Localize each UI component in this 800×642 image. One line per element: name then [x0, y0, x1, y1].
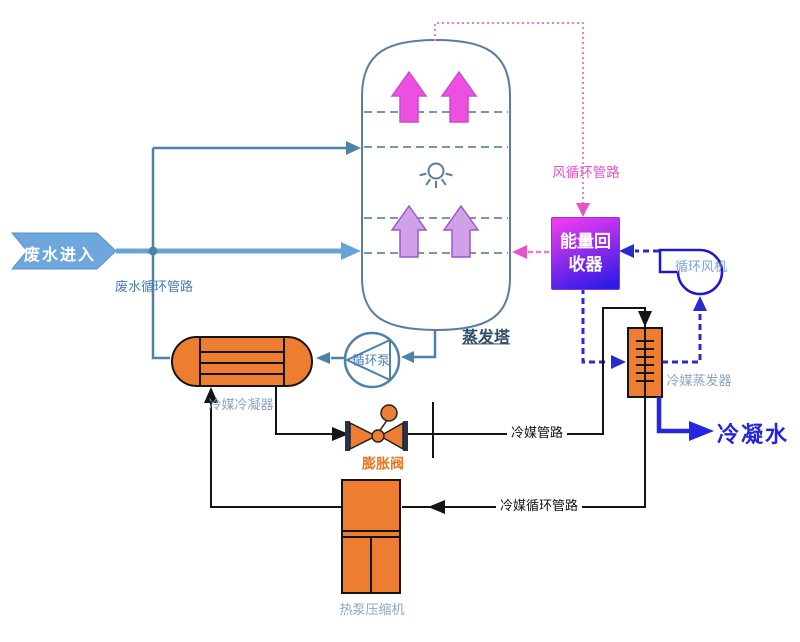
air-circulation-pipe-label: 风循环管路	[552, 164, 620, 181]
circulation-pump-label: 循环泵	[352, 352, 390, 368]
circulation-pump-icon	[343, 331, 401, 389]
condensate-outlet-line	[656, 397, 714, 441]
expansion-valve-label: 膨胀阀	[362, 456, 404, 473]
air-loop-blue-arrowheads	[611, 244, 707, 369]
heat-pump-compressor-symbol	[341, 479, 401, 594]
vapor-up-arrow-light-icon	[390, 204, 480, 258]
waste-circulation-line	[151, 146, 437, 360]
spray-nozzle-icon	[419, 162, 453, 188]
heat-pump-compressor-label: 热泵压缩机	[339, 603, 405, 619]
refrigerant-evaporator-label: 冷媒蒸发器	[666, 374, 732, 390]
expansion-valve-symbol	[345, 404, 408, 451]
energy-recovery-box: 能量回收器	[551, 217, 620, 290]
evaporation-tower-vessel	[361, 38, 511, 332]
circulation-fan-label: 循环风机	[674, 260, 728, 276]
pipe-junction-dot	[148, 246, 158, 256]
refrigerant-condenser-symbol	[171, 336, 313, 387]
refrigerant-circulation-pipe-label: 冷媒循环管路	[495, 499, 583, 515]
air-loop-blue-dashed-lines	[581, 249, 702, 364]
refrigerant-lines	[210, 307, 646, 508]
refrigerant-pipe-label: 冷媒管路	[506, 426, 568, 442]
energy-recovery-label: 能量回收器	[560, 231, 611, 275]
refrigerant-arrowheads	[204, 311, 652, 514]
circulation-fan-icon	[658, 248, 724, 296]
evaporation-tower-label: 蒸发塔	[461, 327, 511, 347]
waste-inlet-label: 废水进入	[23, 245, 96, 264]
air-circulation-dotted-line	[434, 22, 590, 259]
vapor-up-arrow-icon	[390, 70, 478, 123]
evaporator-coil-ticks	[636, 340, 654, 382]
waste-circulation-pipe-label: 废水循环管路	[114, 280, 194, 296]
condensate-output-label: 冷凝水	[716, 422, 790, 448]
tower-tray-dashed-lines	[364, 111, 508, 254]
refrigerant-condenser-label: 冷媒冷凝器	[208, 398, 274, 414]
waste-inlet-banner	[10, 232, 361, 270]
waste-line-arrowheads	[316, 141, 414, 364]
